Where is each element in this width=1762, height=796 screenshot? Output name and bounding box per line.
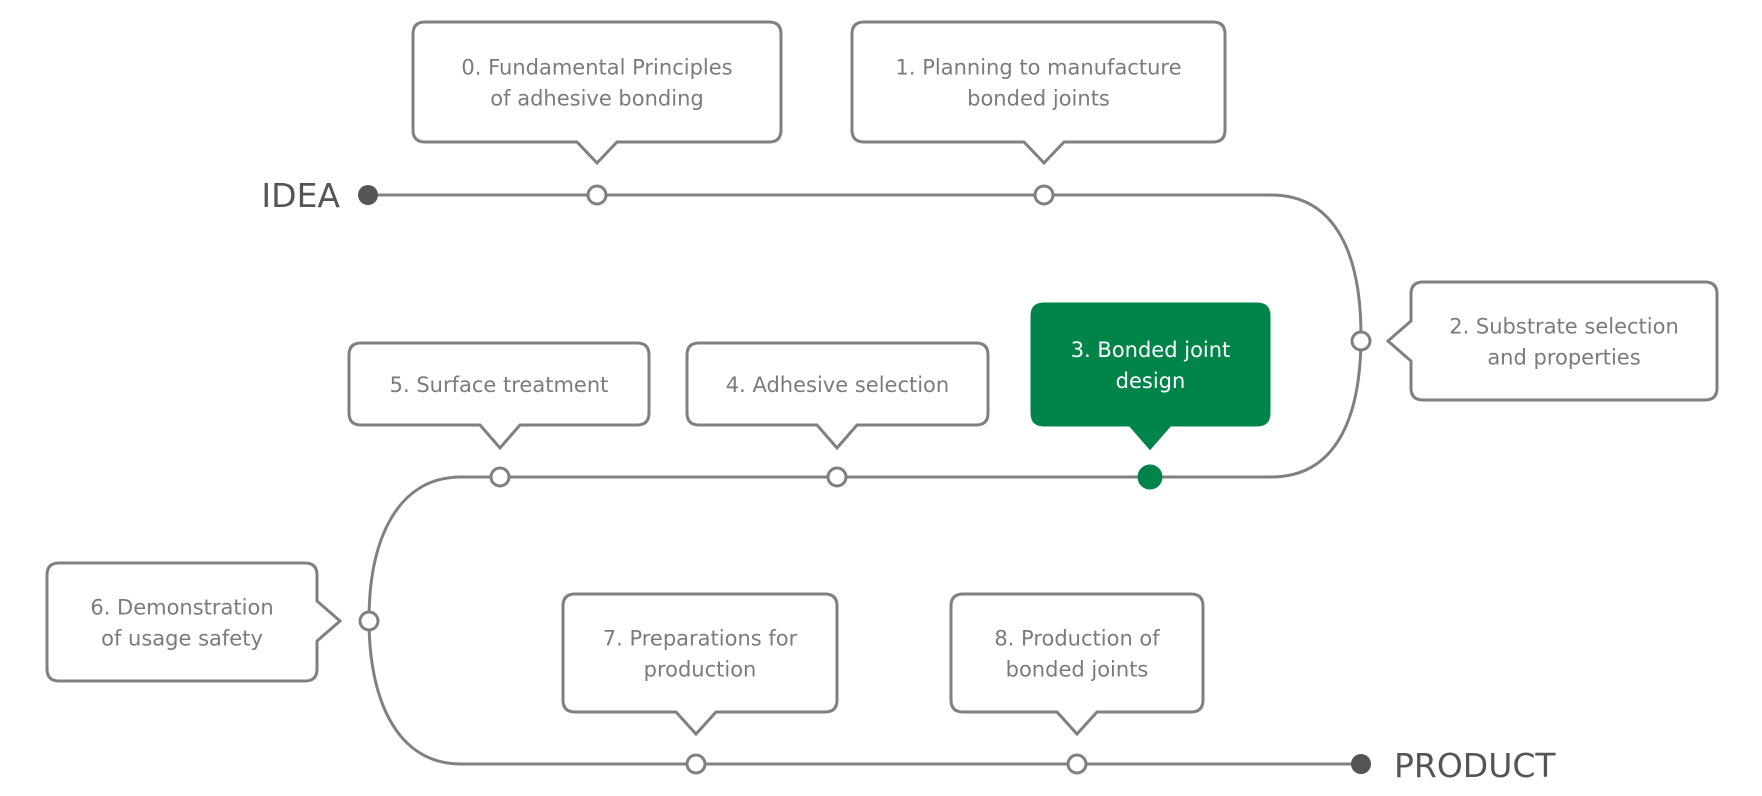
step-callout-box	[685, 341, 990, 451]
step-label-line: 7. Preparations for	[603, 627, 798, 651]
step-node	[826, 466, 848, 488]
step-label-line: bonded joints	[1006, 658, 1149, 682]
step-callout-box	[949, 592, 1205, 737]
product-label: PRODUCT	[1394, 746, 1556, 785]
step-0: 0. Fundamental Principles of adhesive bon…	[411, 20, 783, 206]
step-callout-box	[347, 341, 651, 451]
step-node	[358, 610, 380, 632]
step-label-line: design	[1116, 369, 1186, 393]
idea-endpoint-dot	[358, 185, 378, 205]
step-callout-box	[45, 561, 343, 683]
step-label-line: 8. Production of	[994, 627, 1160, 651]
step-callout-box	[850, 20, 1227, 166]
step-label-line: 2. Substrate selection	[1449, 315, 1679, 339]
step-label-line: and properties	[1487, 346, 1640, 370]
step-label-line: 6. Demonstration	[90, 596, 273, 620]
step-label-line: 0. Fundamental Principles	[461, 56, 732, 80]
step-3: 3. Bonded joint design	[1030, 302, 1271, 490]
step-label-line: of adhesive bonding	[490, 87, 703, 111]
step-label-line: 1. Planning to manufacture	[896, 56, 1182, 80]
step-node	[685, 753, 707, 775]
active-step-node	[1137, 464, 1163, 490]
step-7: 7. Preparations for production	[561, 592, 839, 775]
step-label-line: 5. Surface treatment	[390, 373, 609, 397]
step-label-line: of usage safety	[101, 627, 263, 651]
product-endpoint-dot	[1351, 754, 1371, 774]
idea-label: IDEA	[261, 176, 340, 215]
step-label-line: production	[644, 658, 757, 682]
step-label-line: bonded joints	[967, 87, 1110, 111]
step-callout-box	[1030, 302, 1271, 451]
step-node	[489, 466, 511, 488]
step-label-line: 4. Adhesive selection	[726, 373, 949, 397]
step-callout-box	[1385, 280, 1719, 402]
step-node	[1066, 753, 1088, 775]
step-6: 6. Demonstration of usage safety	[45, 561, 380, 683]
step-node	[1033, 184, 1055, 206]
step-node	[1350, 330, 1372, 352]
step-callout-box	[411, 20, 783, 166]
roadmap-path	[367, 193, 1363, 766]
step-1: 1. Planning to manufacture bonded joints	[850, 20, 1227, 206]
step-2: 2. Substrate selection and properties	[1350, 280, 1719, 402]
step-label-line: 3. Bonded joint	[1071, 338, 1231, 362]
step-5: 5. Surface treatment	[347, 341, 651, 488]
step-8: 8. Production of bonded joints	[949, 592, 1205, 775]
step-callout-box	[561, 592, 839, 737]
step-node	[586, 184, 608, 206]
step-4: 4. Adhesive selection	[685, 341, 990, 488]
